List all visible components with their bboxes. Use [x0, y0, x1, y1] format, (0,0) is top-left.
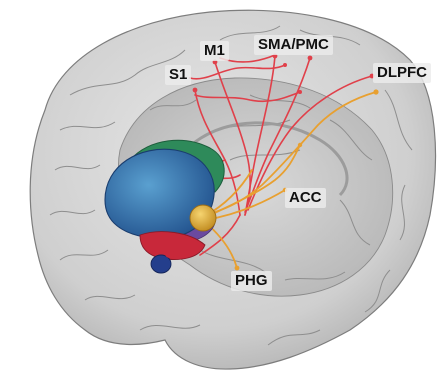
label-phg: PHG	[231, 271, 272, 291]
pons-shape	[151, 255, 171, 273]
red-nucleus-shape	[165, 250, 175, 258]
label-dlpfc: DLPFC	[373, 63, 431, 83]
label-acc: ACC	[285, 188, 326, 208]
label-m1: M1	[200, 41, 229, 61]
amygdala-shape	[190, 205, 216, 231]
label-s1: S1	[165, 65, 191, 85]
label-sma-pmc: SMA/PMC	[254, 35, 333, 55]
